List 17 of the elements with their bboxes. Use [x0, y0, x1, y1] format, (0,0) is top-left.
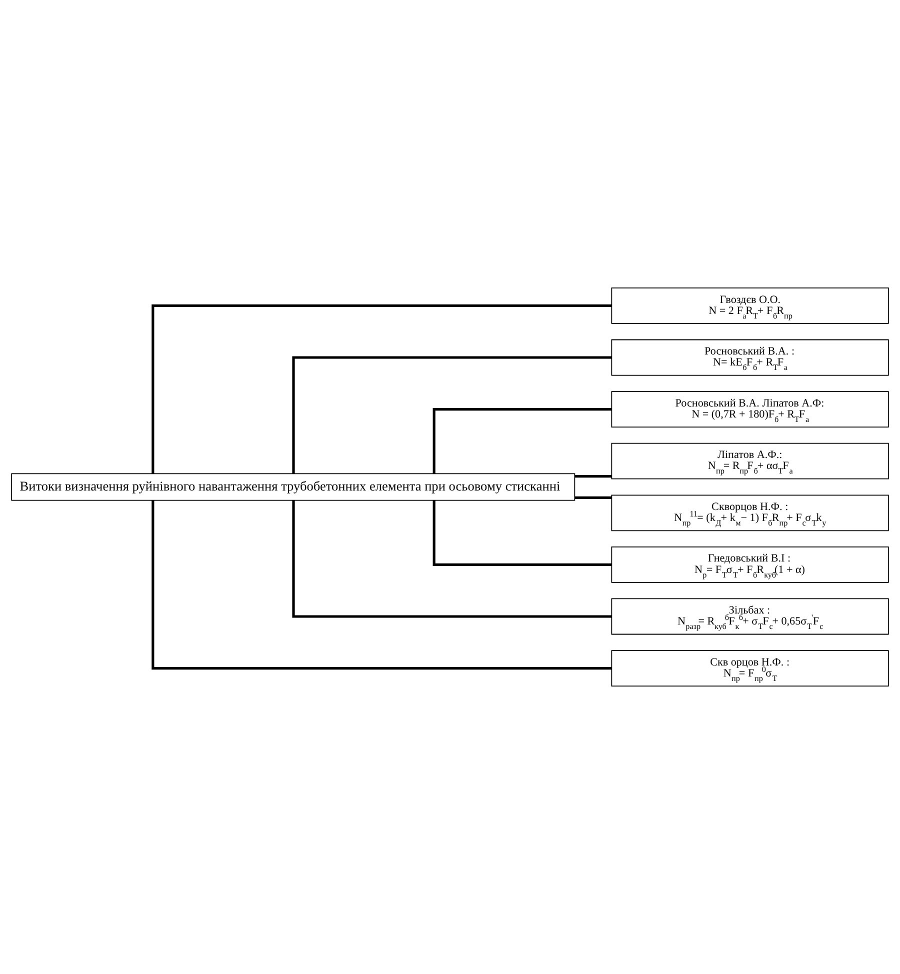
node-box: Росновський В.А. : N= kE$_{б}$F$_{б}$+ R$_{T}$F$_{a}$ [611, 339, 889, 376]
node-box: Витоки визначення руйнівного навантаження трубобетонних елемента при осьовому стисканні [11, 473, 576, 501]
node-box: Скв орцов Н.Ф. : N$_{пр}$= F$_{пр}$$^{0}$σ$_{T}$ [611, 650, 889, 686]
node-box: Гнедовський В.І : N$_{p}$= F$_{T}$σ$_{T}$+ F$_{б}$R$_{куб}$(1 + α) [611, 546, 889, 583]
node-box: Зільбах : N$_{разр}$= R$_{куб}$$^{б}$F$_{к}$$^{б}$+ σ$_{T}$F$_{c}$+ 0,65σ$_{T}$$^{'}$F$_{c}$ [611, 598, 889, 635]
node-box: Скворцов Н.Ф. : N$_{пр}$$^{11}$= (k$_{Д}$+ k$_{м}$− 1) F$_{б}$R$_{пр}$+ F$_{c}$σ$_{T}$k$_{у}$ [611, 494, 889, 532]
node-box: Ліпатов А.Ф.: N$_{пр}$= R$_{пр}$F$_{б}$+ ασ$_{T}$F$_{a}$ [611, 442, 889, 480]
connector [574, 496, 612, 500]
connector [292, 500, 612, 618]
connector [574, 474, 612, 478]
connector [432, 500, 612, 566]
connector [292, 356, 612, 474]
node-box: Гвоздєв О.О. N = 2 F$_{a}$R$_{T}$+ F$_{б}$R$_{пр}$ [611, 288, 889, 324]
connector [432, 408, 612, 474]
connector [152, 500, 612, 670]
node-box: Росновський В.А. Ліпатов А.Ф: N = (0,7R + 180)F$_{б}$+ R$_{T}$F$_{a}$ [611, 391, 889, 428]
connector [152, 304, 612, 474]
